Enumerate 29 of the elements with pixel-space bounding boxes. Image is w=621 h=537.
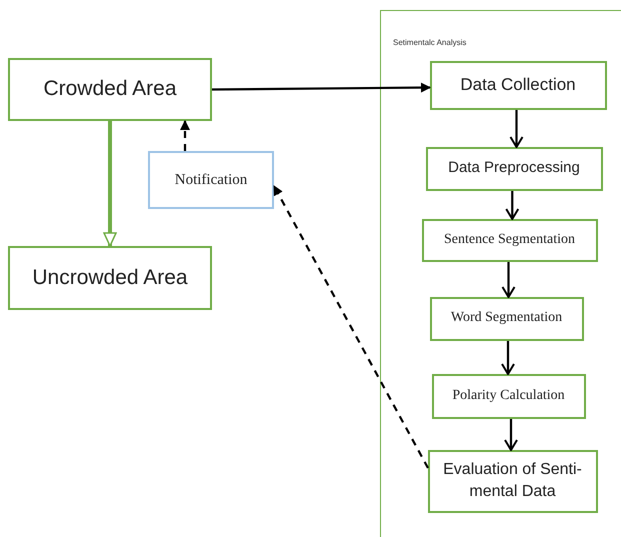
node-label: Uncrowded Area — [31, 264, 189, 291]
arrow — [505, 191, 520, 220]
node-label: Evaluation of Senti- mental Data — [442, 460, 583, 502]
process-box — [426, 146, 602, 190]
dashed-arrow — [180, 120, 190, 151]
arrow — [501, 341, 515, 375]
process-box — [422, 218, 598, 262]
process-box — [432, 374, 586, 418]
process-box — [8, 246, 212, 310]
arrow — [504, 419, 518, 451]
node-label: Word Segmentation — [450, 309, 564, 328]
arrow — [212, 82, 431, 93]
process-box — [428, 450, 598, 512]
arrow — [502, 262, 516, 298]
node-label: Sentence Segmentation — [442, 230, 576, 249]
process-box — [430, 60, 606, 110]
process-box — [430, 296, 584, 340]
node-label: Data Preprocessing — [447, 158, 581, 178]
node-label: Notification — [174, 170, 248, 190]
arrow — [510, 110, 524, 148]
node-label: Crowded Area — [42, 76, 178, 102]
node-label: Polarity Calculation — [451, 386, 566, 405]
group-panel — [380, 10, 621, 537]
node-label: Data Collection — [459, 74, 577, 96]
notification-box — [148, 151, 274, 209]
dashed-arrow — [273, 185, 429, 469]
process-box — [8, 58, 212, 121]
arrow — [103, 121, 117, 247]
panel-title: Setimentalc Analysis — [393, 38, 466, 47]
